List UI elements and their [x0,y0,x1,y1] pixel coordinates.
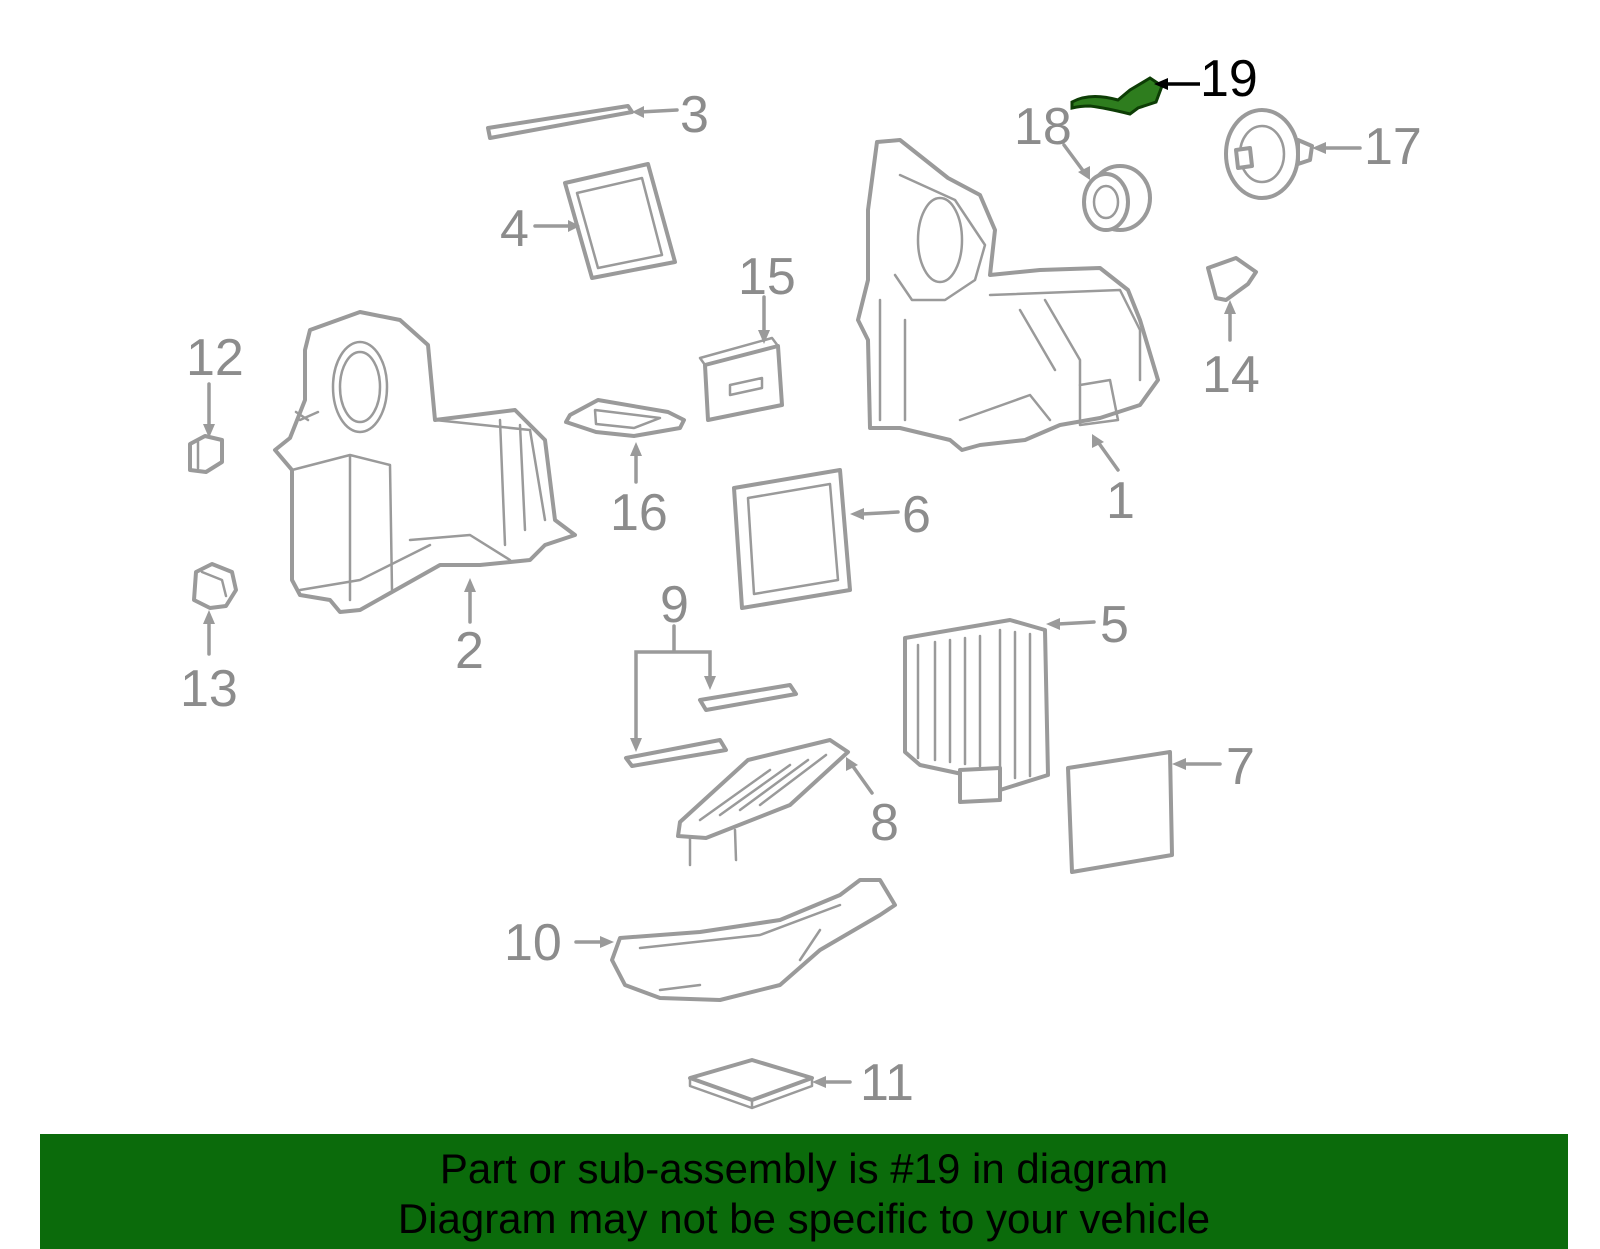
callout-6: 6 [902,486,931,544]
part-14-resistor[interactable] [1206,256,1258,302]
part-13-actuator[interactable] [192,562,238,610]
part-11-filter-element[interactable] [688,1058,814,1110]
part-17-blower-motor[interactable] [1224,108,1314,200]
callout-15: 15 [738,248,796,306]
banner-line-1: Part or sub-assembly is #19 in diagram [439,1145,1169,1192]
part-4-filter-frame[interactable] [563,162,677,280]
callout-14: 14 [1202,346,1260,404]
part-3-seal-strip[interactable] [486,104,634,140]
banner-line-2: Diagram may not be specific to your vehi… [397,1195,1211,1242]
leader-lines [203,78,1362,1088]
part-2-case-left-housing[interactable] [273,310,577,614]
part-10-lower-duct[interactable] [610,878,897,1002]
callout-7: 7 [1226,738,1255,796]
part-7-filter-panel[interactable] [1066,750,1174,874]
callout-17: 17 [1364,118,1422,176]
callout-12: 12 [186,329,244,387]
part-16-vent-door[interactable] [564,398,686,438]
callout-3: 3 [680,86,709,144]
callout-18: 18 [1014,98,1072,156]
callout-5: 5 [1100,596,1129,654]
callout-13: 13 [180,660,238,718]
callout-2: 2 [455,622,484,680]
part-1-case-right-housing[interactable] [856,138,1160,452]
callout-19: 19 [1200,50,1258,108]
callout-11: 11 [860,1054,914,1112]
part-19-wiring-harness-highlighted[interactable] [1070,76,1164,116]
part-9-seal-strips[interactable] [624,683,798,768]
part-6-filter[interactable] [732,468,852,610]
callout-16: 16 [610,484,668,542]
callout-4: 4 [500,200,529,258]
part-8-heater-core[interactable] [676,738,850,867]
part-15-control-module[interactable] [698,336,784,422]
callout-labels: 3 4 15 12 16 6 1 9 5 2 13 7 8 10 11 14 1… [180,50,1422,1112]
part-12-clip[interactable] [188,434,224,474]
callout-8: 8 [870,794,899,852]
info-banner: Part or sub-assembly is #19 in diagram D… [40,1134,1568,1249]
part-5-evaporator-core[interactable] [903,618,1050,804]
callout-10: 10 [504,914,562,972]
callout-1: 1 [1106,472,1135,530]
part-18-blower-wheel[interactable] [1082,164,1152,232]
callout-9: 9 [660,576,689,634]
